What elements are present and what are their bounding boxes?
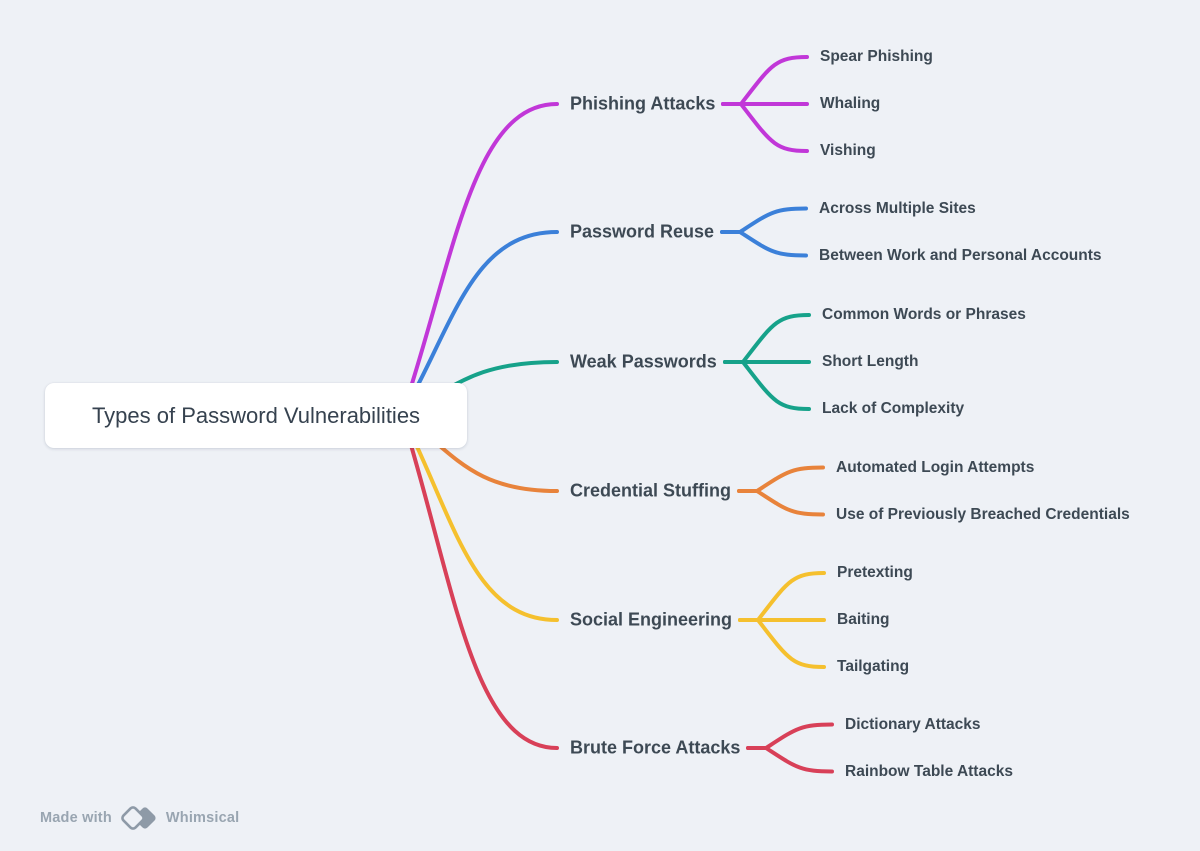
connector [400,413,559,750]
leaf-node-5-0[interactable]: Dictionary Attacks [845,715,981,733]
connector [746,722,834,750]
leaf-node-0-1[interactable]: Whaling [820,95,881,112]
connector [721,102,809,153]
branch-node-5[interactable]: Brute Force Attacks [570,737,741,758]
connector [746,746,834,774]
connector [400,413,559,622]
made-with-label: Made with [40,810,112,826]
branch-node-0[interactable]: Phishing Attacks [570,93,716,114]
leaf-node-3-0[interactable]: Automated Login Attempts [836,458,1035,476]
connector [738,618,826,669]
leaf-node-0-2[interactable]: Vishing [820,142,876,159]
leaf-node-1-1[interactable]: Between Work and Personal Accounts [819,246,1102,264]
whimsical-diamond-logo [121,806,156,830]
connector [723,313,811,364]
connector [723,360,811,411]
connector [738,571,826,622]
connector [737,465,825,493]
leaf-node-2-0[interactable]: Common Words or Phrases [822,306,1026,323]
made-with-whimsical-link[interactable]: Made with Whimsical [40,801,239,835]
connector [400,230,559,417]
connector [737,489,825,517]
branch-node-4[interactable]: Social Engineering [570,609,733,630]
branch-node-2[interactable]: Weak Passwords [570,351,717,372]
connector [400,102,559,417]
leaf-node-4-0[interactable]: Pretexting [837,564,913,581]
branch-node-3[interactable]: Credential Stuffing [570,480,731,501]
leaf-node-4-1[interactable]: Baiting [837,611,890,628]
leaf-node-1-0[interactable]: Across Multiple Sites [819,199,976,217]
connector [721,55,809,106]
branch-node-1[interactable]: Password Reuse [570,221,715,242]
leaf-node-2-2[interactable]: Lack of Complexity [822,400,965,417]
leaf-node-2-1[interactable]: Short Length [822,353,919,370]
whimsical-brand-label: Whimsical [165,810,240,826]
connector [720,230,808,258]
leaf-node-0-0[interactable]: Spear Phishing [820,48,933,65]
leaf-node-3-1[interactable]: Use of Previously Breached Credentials [836,505,1130,523]
connector [720,206,808,234]
leaf-node-4-2[interactable]: Tailgating [837,658,910,675]
leaf-node-5-1[interactable]: Rainbow Table Attacks [845,762,1013,780]
mindmap-root-node[interactable]: Types of Password Vulnerabilities [45,383,467,448]
